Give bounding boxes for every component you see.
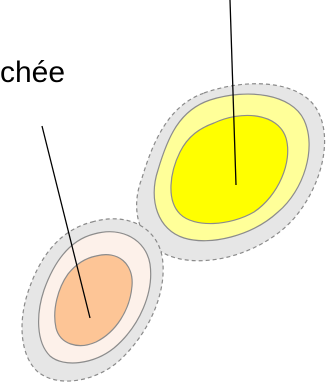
small-cell-leader-line: [41, 125, 91, 319]
large-cell-core: [170, 114, 289, 225]
left-callout-label: chée: [0, 56, 66, 89]
small-cell-core: [54, 254, 133, 347]
large-cell-leader-line: [229, 0, 237, 186]
